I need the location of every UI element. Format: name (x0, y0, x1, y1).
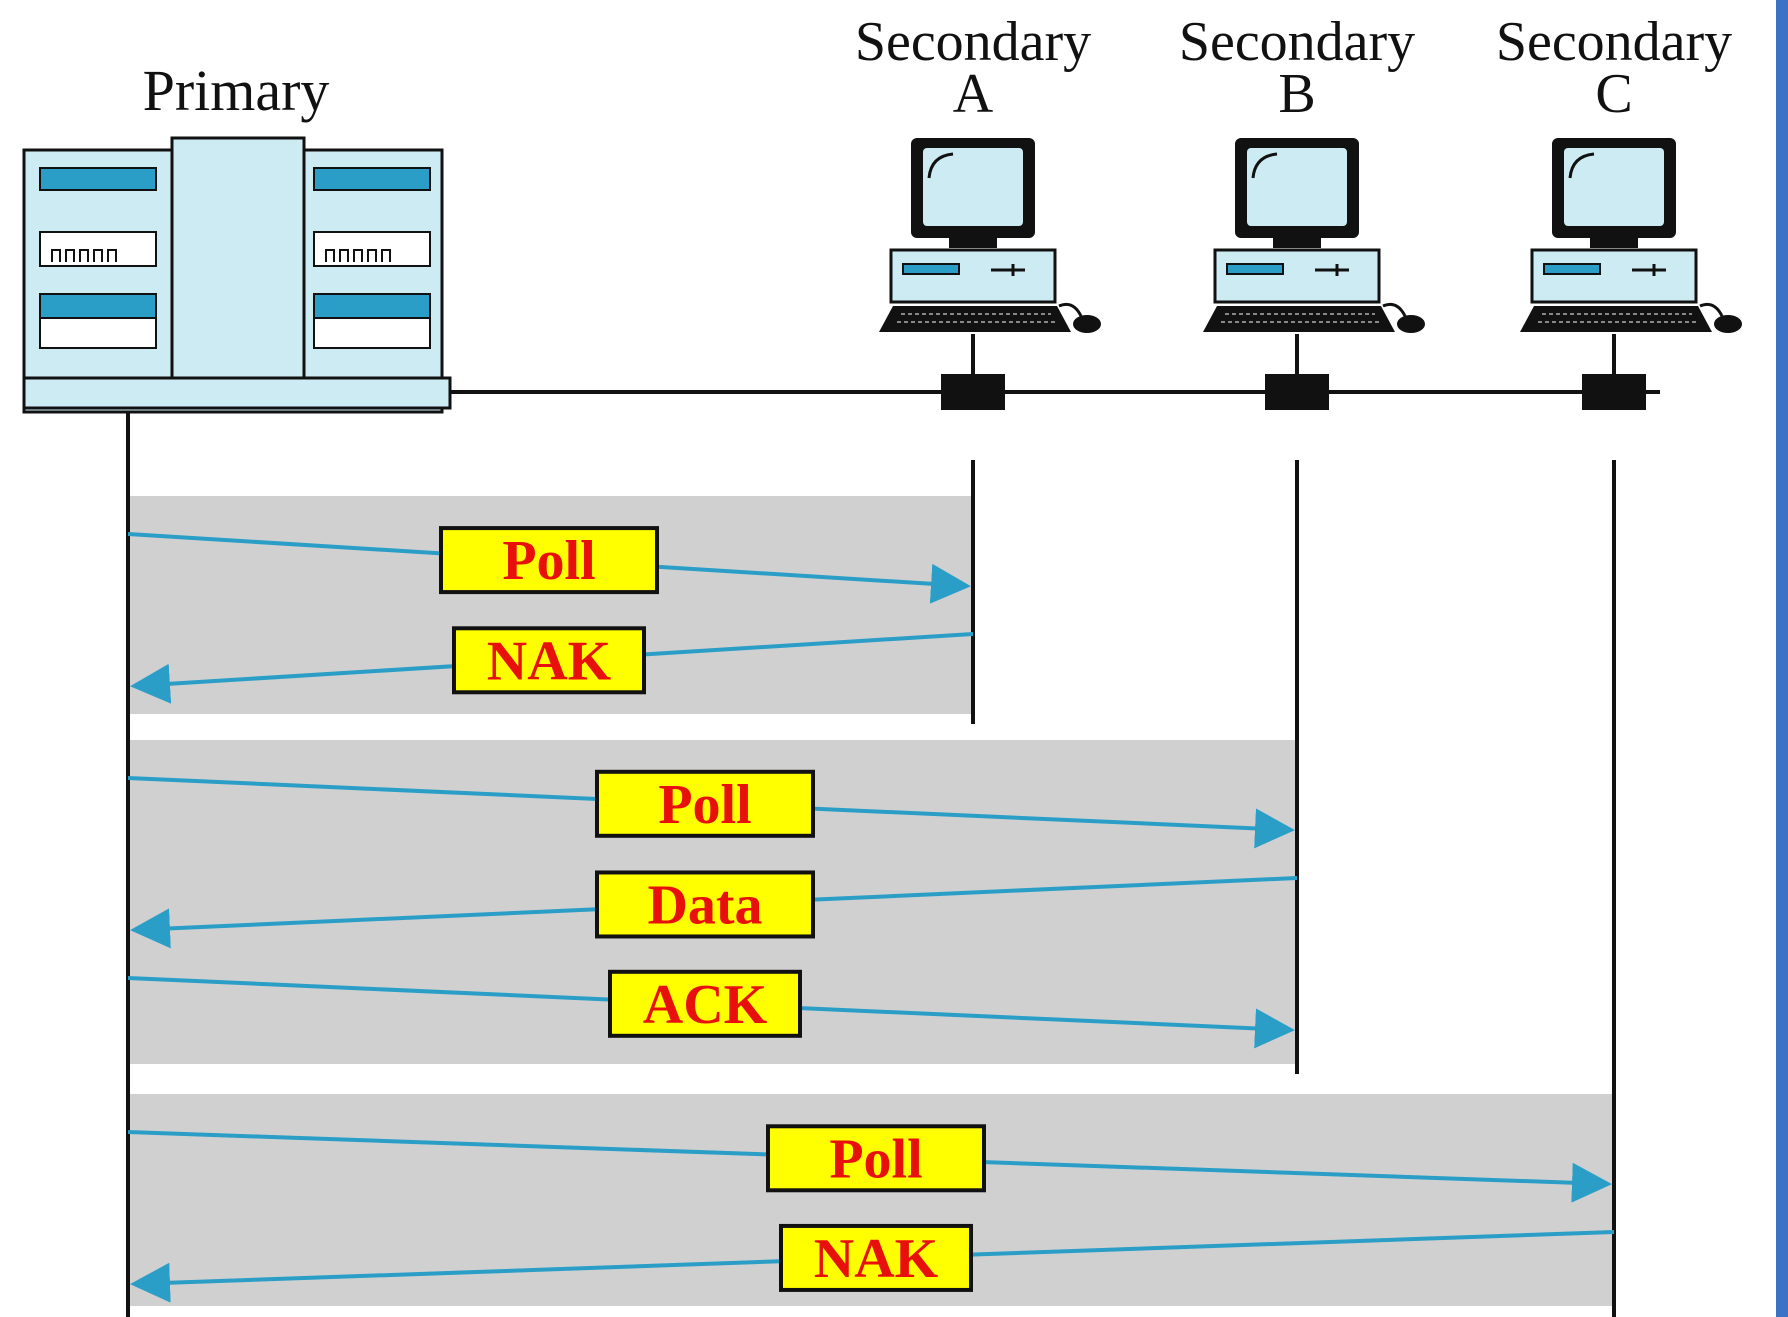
secondary-a-label-line1: Secondary (855, 11, 1091, 73)
secondary-c-label-line2: C (1595, 63, 1632, 125)
message-label: Poll (502, 530, 595, 592)
computer-icon (1203, 138, 1425, 410)
message-label: Poll (658, 774, 751, 836)
message-label-box (766, 1124, 986, 1193)
message-label: ACK (643, 974, 768, 1036)
secondary-c-label-line1: Secondary (1496, 11, 1732, 73)
message-label-box (779, 1223, 973, 1292)
mainframe-icon (22, 136, 452, 414)
computer-icon (879, 138, 1101, 410)
secondary-a-label-line2: A (953, 63, 994, 125)
message-label-box (595, 870, 815, 939)
secondary-b-label-line2: B (1278, 63, 1315, 125)
bus-tap (941, 374, 1005, 410)
edge-bar (1776, 0, 1788, 1317)
primary-label: Primary (143, 58, 330, 123)
message-label-box (439, 526, 659, 595)
message-label-box (608, 969, 802, 1038)
bus-tap (1265, 374, 1329, 410)
message-label-box (595, 769, 815, 838)
message-label: Data (647, 874, 762, 936)
message-label-box (452, 626, 646, 695)
message-label: Poll (829, 1128, 922, 1190)
message-label: NAK (487, 630, 612, 692)
bus-tap (1582, 374, 1646, 410)
dynamic-layer: SecondaryASecondaryBSecondaryCPollNAKPol… (126, 11, 1742, 1317)
secondary-b-label-line1: Secondary (1179, 11, 1415, 73)
message-label: NAK (814, 1228, 939, 1290)
computer-icon (1520, 138, 1742, 410)
